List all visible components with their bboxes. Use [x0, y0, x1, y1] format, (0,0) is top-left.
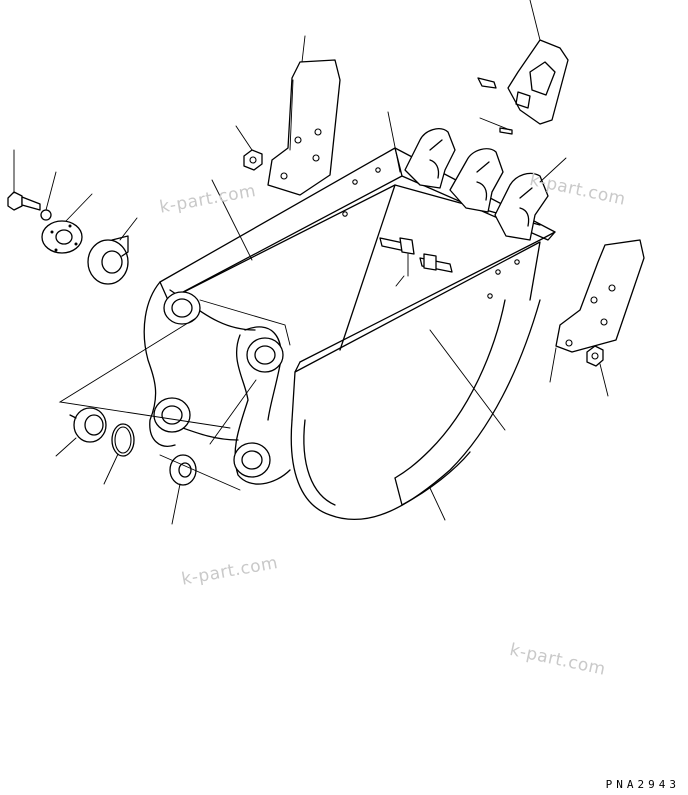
leader-lines — [13, 0, 609, 525]
lip-bolt-1 — [379, 237, 415, 255]
bushing — [69, 407, 107, 443]
adapter-1 — [404, 128, 456, 189]
lip-bolt-holes — [342, 167, 520, 299]
drawing-code: PNA2943 — [605, 778, 680, 791]
washer-icon — [40, 209, 52, 221]
adapter-2 — [449, 148, 504, 213]
bucket-tooth — [507, 39, 569, 125]
flange-plate — [41, 220, 83, 254]
side-cutter-left — [267, 59, 341, 196]
adapter-3 — [494, 172, 549, 241]
mounting-brackets — [143, 281, 291, 485]
nut-left — [243, 149, 263, 171]
side-bolt — [7, 191, 41, 211]
lock-pin — [499, 127, 513, 135]
tooth-adapters — [404, 128, 549, 241]
boss-flange — [87, 235, 129, 285]
side-cutter-right — [555, 239, 645, 353]
tooth-pin — [477, 77, 497, 89]
lip-bolt-2 — [419, 253, 453, 273]
nut-right — [586, 345, 604, 367]
shim — [169, 454, 197, 486]
